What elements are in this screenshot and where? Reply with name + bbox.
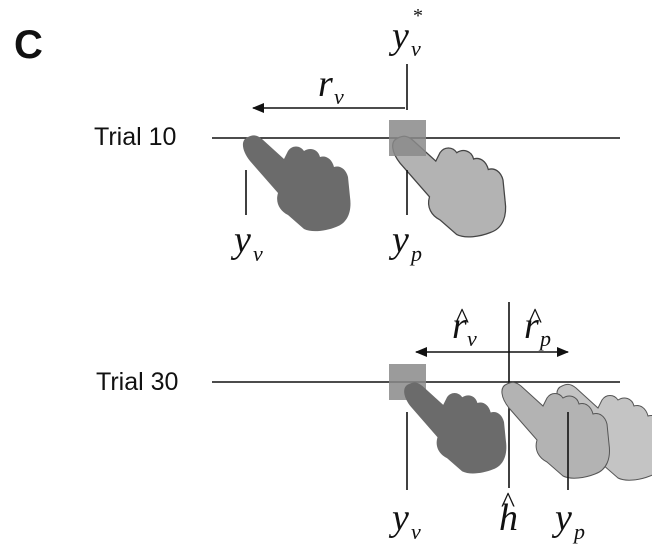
right-estimate-sub: p xyxy=(538,326,551,351)
target-label-sub: v xyxy=(411,36,421,61)
offset-label-main: r xyxy=(318,63,333,105)
target-label-main: y xyxy=(388,15,409,57)
target-label-top: y v * xyxy=(388,5,423,61)
left-estimate-hat: ^ xyxy=(455,302,469,335)
visual-label-sub: v xyxy=(253,241,263,266)
proprio-hand-bottom xyxy=(501,381,610,479)
trial-bottom: Trial 30 r v ^ r p ^ y v h ^ xyxy=(96,302,652,544)
offset-label-top: r v xyxy=(318,63,344,109)
visual-label-top: y v xyxy=(230,219,263,266)
target-label-sup: * xyxy=(413,5,423,27)
panel-letter: C xyxy=(14,23,43,67)
proprio-label-bottom-sub: p xyxy=(572,519,585,544)
visual-hand-top xyxy=(242,135,351,232)
proprio-label-main: y xyxy=(388,219,409,261)
trial-top-label: Trial 10 xyxy=(94,123,176,151)
left-estimate-main: r xyxy=(452,305,467,347)
hand-label-bottom: h ^ xyxy=(499,486,518,539)
right-estimate-label: r p ^ xyxy=(524,302,551,351)
visual-label-bottom: y v xyxy=(388,497,421,544)
offset-label-sub: v xyxy=(334,84,344,109)
trial-bottom-label: Trial 30 xyxy=(96,368,178,396)
right-estimate-hat: ^ xyxy=(528,302,542,335)
proprio-label-top: y p xyxy=(388,219,422,266)
proprio-label-bottom: y p xyxy=(551,497,585,544)
hand-label-main: h xyxy=(499,497,518,539)
visual-label-main: y xyxy=(230,219,251,261)
visual-label-bottom-sub: v xyxy=(411,519,421,544)
right-estimate-main: r xyxy=(524,305,539,347)
proprio-label-sub: p xyxy=(409,241,422,266)
hand-label-hat: ^ xyxy=(501,486,515,519)
trial-top: Trial 10 y v * r v y v y p xyxy=(94,5,620,266)
left-estimate-sub: v xyxy=(467,326,477,351)
left-estimate-label: r v ^ xyxy=(452,302,477,351)
visual-label-bottom-main: y xyxy=(388,497,409,539)
target-square-top xyxy=(389,120,426,156)
proprio-label-bottom-main: y xyxy=(551,497,572,539)
visual-hand-bottom xyxy=(404,382,507,474)
